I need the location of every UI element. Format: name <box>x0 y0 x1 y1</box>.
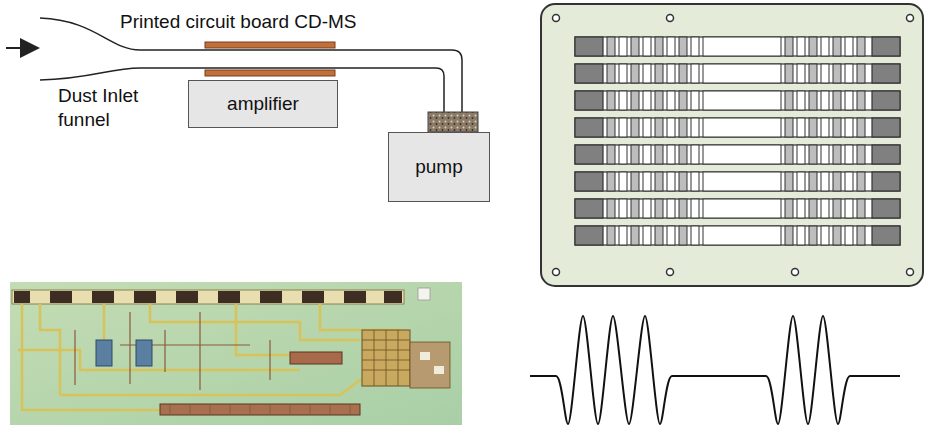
chip-photo <box>10 282 462 425</box>
amplifier-box: amplifier <box>188 80 338 128</box>
box-label: pump <box>407 152 471 182</box>
box-label: amplifier <box>219 89 307 119</box>
part-label: Dust Inlet funnel <box>58 84 154 132</box>
pcb-board <box>541 4 923 286</box>
part-label: Printed circuit board CD-MS <box>120 10 420 34</box>
pump-box: pump <box>388 132 490 202</box>
signal-waveform <box>530 316 900 424</box>
dust-inlet-schematic <box>6 18 478 132</box>
